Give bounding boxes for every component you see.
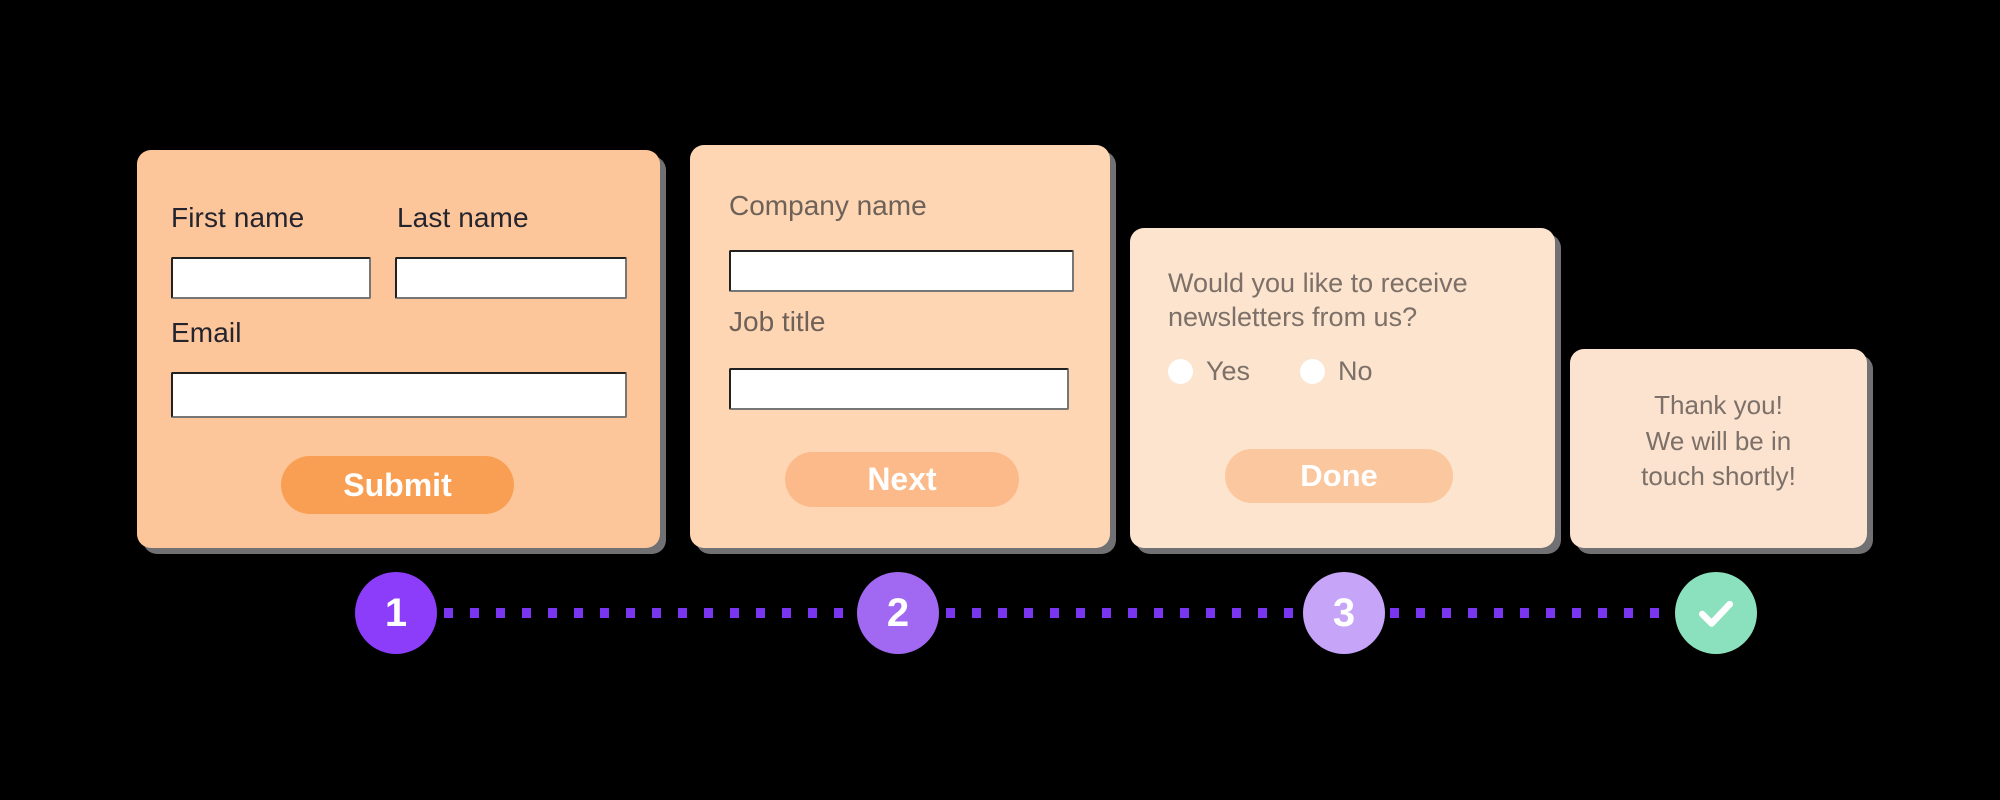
company-name-label: Company name [729,190,927,221]
stepper-connector-3-done [1390,608,1680,618]
stepper-step-done[interactable] [1675,572,1757,654]
last-name-input[interactable] [395,257,627,299]
radio-label-no: No [1338,356,1373,386]
next-button[interactable]: Next [785,452,1019,507]
step-card-newsletter: Would you like to receive newsletters fr… [1130,228,1555,548]
step-card-personal-details: First name Last name Email Submit [137,150,660,548]
stepper-step-1[interactable]: 1 [355,572,437,654]
radio-circle-icon[interactable] [1168,359,1193,384]
thank-you-line-1: Thank you! [1654,390,1783,420]
job-title-label: Job title [729,306,826,337]
stepper-step-3[interactable]: 3 [1303,572,1385,654]
stepper-connector-1-2 [444,608,864,618]
radio-option-no[interactable]: No [1300,356,1373,387]
job-title-input[interactable] [729,368,1069,410]
email-label: Email [171,317,242,348]
company-name-input[interactable] [729,250,1074,292]
newsletter-options: Yes No [1168,356,1373,387]
thank-you-line-3: touch shortly! [1641,461,1796,492]
stepper-step-2[interactable]: 2 [857,572,939,654]
done-button[interactable]: Done [1225,449,1453,503]
stepper-connector-2-3 [946,608,1308,618]
radio-label-yes: Yes [1206,356,1251,386]
last-name-label: Last name [397,202,529,233]
thank-you-message: Thank you! We will be in touch shortly! [1570,388,1867,495]
radio-circle-icon[interactable] [1300,359,1326,384]
email-input[interactable] [171,372,627,418]
first-name-input[interactable] [171,257,371,299]
newsletter-question: Would you like to receive newsletters fr… [1168,268,1468,333]
step-card-company-details: Company name Job title Next [690,145,1110,548]
thank-you-line-2: We will be in [1645,425,1792,456]
progress-stepper: 1 2 3 [0,572,2000,658]
first-name-label: First name [171,202,305,233]
radio-option-yes[interactable]: Yes [1168,356,1250,387]
submit-button[interactable]: Submit [281,456,514,514]
check-icon [1698,600,1734,627]
step-card-thank-you: Thank you! We will be in touch shortly! [1570,349,1867,548]
